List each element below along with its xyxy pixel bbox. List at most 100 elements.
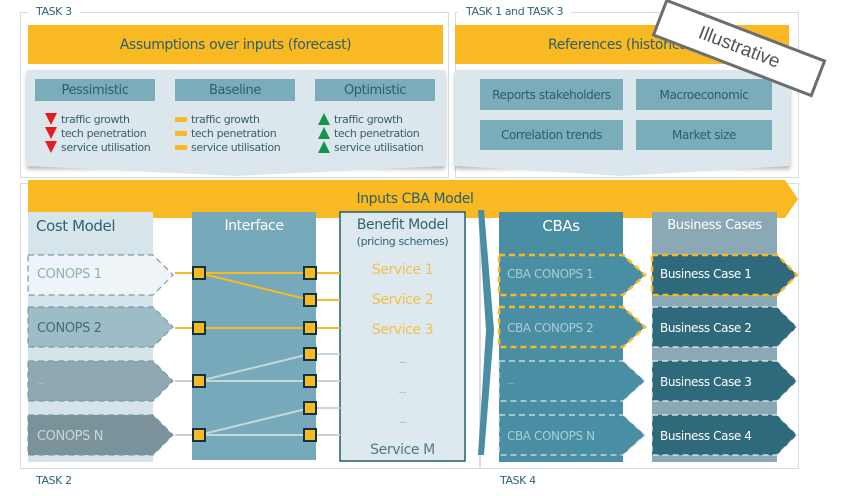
business-case-item: Business Case 4 bbox=[660, 429, 752, 443]
connector-node bbox=[192, 374, 206, 388]
service-item: Service M bbox=[370, 442, 435, 458]
conops-chevron bbox=[27, 414, 174, 456]
dash-icon bbox=[175, 144, 187, 150]
business-case-item: Business Case 2 bbox=[660, 321, 752, 335]
business-cases-title: Business Cases bbox=[667, 217, 762, 233]
item-text: tech penetration bbox=[61, 126, 147, 140]
item-text: tech penetration bbox=[334, 126, 420, 140]
scenario-item: traffic growth bbox=[45, 112, 130, 126]
service-item: ... bbox=[398, 416, 407, 426]
business-case-chevron bbox=[651, 414, 798, 456]
inputs-cba-title: Inputs CBA Model bbox=[356, 191, 474, 207]
cba-item: CBA CONOPS N bbox=[507, 429, 595, 443]
connector-node bbox=[303, 321, 317, 335]
cba-item: CBA CONOPS 2 bbox=[507, 321, 594, 335]
conops-item: CONOPS 1 bbox=[37, 266, 102, 282]
connector-node bbox=[192, 428, 206, 442]
connector-node bbox=[303, 428, 317, 442]
scenario-item: tech penetration bbox=[318, 126, 420, 140]
interface-link bbox=[198, 407, 311, 436]
reference-box: Reports stakeholders bbox=[480, 79, 623, 110]
business-case-chevron bbox=[650, 253, 799, 297]
conops-chevron bbox=[27, 254, 174, 296]
cba-chevron bbox=[497, 253, 647, 297]
panel-down-chevron bbox=[455, 160, 790, 176]
scenario-item: traffic growth bbox=[318, 112, 403, 126]
item-text: service utilisation bbox=[334, 140, 424, 154]
dash-icon bbox=[175, 116, 187, 122]
interface-link bbox=[198, 353, 311, 382]
item-text: service utilisation bbox=[61, 140, 151, 154]
conops-item: CONOPS 2 bbox=[37, 320, 102, 336]
task-divider bbox=[479, 190, 481, 468]
service-item: Service 2 bbox=[371, 292, 434, 308]
conops-item: CONOPS N bbox=[37, 428, 104, 444]
cba-item: CBA CONOPS 1 bbox=[507, 267, 594, 281]
arrow-up-icon bbox=[318, 141, 330, 153]
business-case-chevron bbox=[651, 360, 798, 402]
business-case-chevron bbox=[651, 306, 798, 348]
inputs-band-arrow bbox=[28, 180, 798, 218]
arrow-down-icon bbox=[45, 141, 57, 153]
connector-node bbox=[303, 374, 317, 388]
service-item: ... bbox=[398, 386, 407, 396]
interface-column bbox=[192, 212, 316, 460]
scenario-item: tech penetration bbox=[175, 126, 277, 140]
item-text: service utilisation bbox=[191, 140, 281, 154]
scenario-item: traffic growth bbox=[175, 112, 260, 126]
connector-node bbox=[192, 321, 206, 335]
task4-label: TASK 4 bbox=[492, 474, 544, 487]
reference-box: Macroeconomic bbox=[636, 79, 772, 110]
panel-down-chevron bbox=[27, 160, 445, 176]
reference-box: Market size bbox=[636, 120, 772, 150]
arrow-down-icon bbox=[45, 127, 57, 139]
cba-chevron bbox=[497, 305, 647, 349]
scenario-optimistic: Optimistic bbox=[315, 79, 435, 101]
cba-item: ... bbox=[507, 377, 515, 387]
connector-node bbox=[303, 293, 317, 307]
benefit-model-column bbox=[339, 211, 466, 462]
conops-item: ... bbox=[37, 377, 45, 387]
scenario-pessimistic: Pessimistic bbox=[35, 79, 155, 101]
assumptions-title: Assumptions over inputs (forecast) bbox=[28, 25, 443, 64]
dash-icon bbox=[175, 130, 187, 136]
scenario-item: service utilisation bbox=[175, 140, 281, 154]
scenario-baseline: Baseline bbox=[175, 79, 295, 101]
interface-title: Interface bbox=[224, 218, 284, 234]
arrow-down-icon bbox=[45, 113, 57, 125]
conops-chevron bbox=[27, 306, 174, 348]
cbas-title: CBAs bbox=[542, 217, 580, 235]
connector-node bbox=[303, 347, 317, 361]
item-text: traffic growth bbox=[334, 112, 403, 126]
item-text: traffic growth bbox=[61, 112, 130, 126]
service-item: Service 1 bbox=[371, 262, 434, 278]
service-item: Service 3 bbox=[371, 322, 434, 338]
connector-node bbox=[192, 266, 206, 280]
connector-node bbox=[303, 401, 317, 415]
item-text: traffic growth bbox=[191, 112, 260, 126]
reference-box: Correlation trends bbox=[480, 120, 623, 150]
cba-chevron bbox=[498, 414, 646, 456]
benefit-model-subtitle: (pricing schemes) bbox=[356, 234, 449, 248]
cost-model-title: Cost Model bbox=[36, 217, 116, 235]
task2-label: TASK 2 bbox=[28, 474, 80, 487]
benefit-model-title: Benefit Model bbox=[356, 217, 449, 233]
scenario-item: service utilisation bbox=[45, 140, 151, 154]
big-chevron bbox=[478, 210, 494, 455]
task3-label: TASK 3 bbox=[28, 5, 80, 18]
task3-frame bbox=[20, 12, 449, 178]
scenario-item: service utilisation bbox=[318, 140, 424, 154]
arrow-up-icon bbox=[318, 113, 330, 125]
service-item: ... bbox=[398, 356, 407, 366]
conops-chevron bbox=[27, 360, 174, 402]
scenario-item: tech penetration bbox=[45, 126, 147, 140]
interface-link bbox=[198, 272, 311, 301]
task1-3-label: TASK 1 and TASK 3 bbox=[458, 5, 572, 18]
connector-node bbox=[303, 266, 317, 280]
business-case-item: Business Case 1 bbox=[660, 267, 752, 281]
item-text: tech penetration bbox=[191, 126, 277, 140]
arrow-up-icon bbox=[318, 127, 330, 139]
cba-chevron bbox=[498, 360, 646, 402]
business-case-item: Business Case 3 bbox=[660, 375, 752, 389]
